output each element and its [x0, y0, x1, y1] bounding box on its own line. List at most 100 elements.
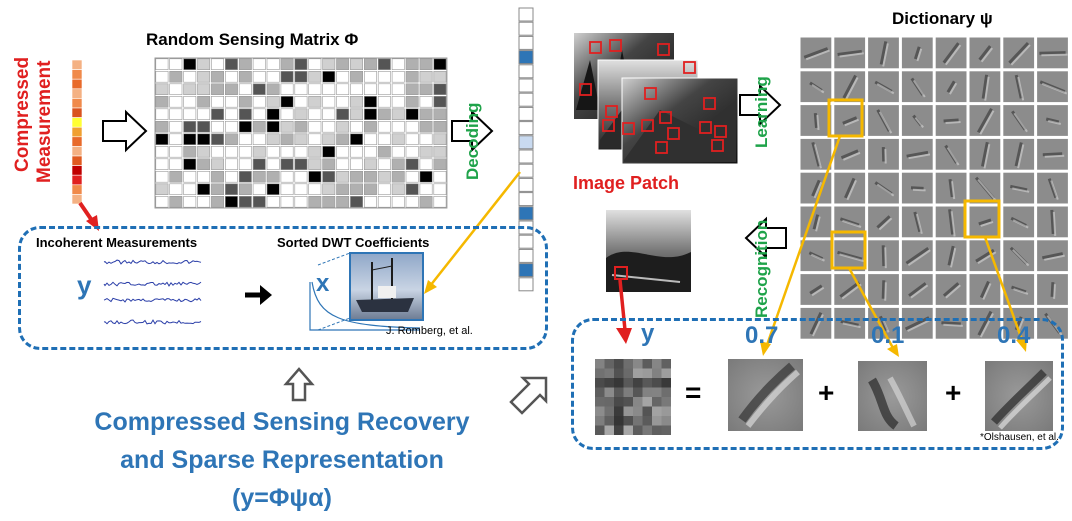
- atom-stroke-light: [907, 318, 932, 332]
- atom-stroke-light: [979, 313, 994, 338]
- matrix-cell: [266, 121, 280, 133]
- vector-cell: [518, 149, 534, 164]
- matrix-cell: [225, 133, 238, 146]
- matrix-cell: [419, 71, 433, 83]
- matrix-cell: [225, 171, 238, 183]
- matrix-cell: [405, 58, 419, 70]
- vector-cell: [518, 135, 534, 150]
- matrix-cell: [377, 171, 391, 183]
- measurement-trace: [103, 297, 202, 303]
- matrix-cell: [363, 96, 377, 108]
- dictionary-atom: [934, 70, 968, 104]
- vector-cell: [518, 277, 534, 292]
- matrix-cell: [225, 183, 238, 196]
- matrix-cell: [294, 71, 308, 83]
- atom-stroke-light: [915, 213, 923, 235]
- matrix-cell: [322, 58, 336, 70]
- patch-pixel: [623, 368, 633, 378]
- diag-outline-arrow: [509, 376, 548, 415]
- matrix-cell: [169, 158, 183, 171]
- matrix-cell: [391, 158, 405, 171]
- matrix-cell: [433, 146, 447, 158]
- matrix-cell: [252, 71, 266, 83]
- patch-square: [641, 119, 654, 132]
- dictionary-atom: [968, 205, 1002, 239]
- atom-stroke-light: [977, 179, 997, 202]
- matrix-cell: [155, 183, 169, 196]
- patch-square: [657, 43, 670, 56]
- matrix-cell: [419, 108, 433, 121]
- matrix-cell: [336, 108, 350, 121]
- measurement-cell: [71, 107, 83, 118]
- matrix-cell: [419, 83, 433, 96]
- matrix-cell: [155, 196, 169, 208]
- matrix-cell: [433, 96, 447, 108]
- measurement-cell: [71, 98, 83, 109]
- decoding-label: Decoding: [463, 102, 482, 180]
- atom-stroke-dark: [837, 250, 863, 261]
- atom-stroke-light: [984, 76, 990, 101]
- vector-cell: [518, 50, 534, 65]
- matrix-cell: [252, 158, 266, 171]
- vector-cell: [518, 206, 534, 221]
- atom-stroke-dark: [979, 280, 990, 299]
- matrix-cell: [391, 58, 405, 70]
- atom-stroke-dark: [839, 281, 861, 298]
- patch-pixel: [595, 368, 605, 378]
- atom-stroke-light: [811, 84, 825, 94]
- atom-stroke-dark: [813, 112, 818, 129]
- atom-stroke-dark: [1041, 252, 1064, 260]
- matrix-cell: [294, 108, 308, 121]
- matrix-cell: [155, 146, 169, 158]
- matrix-cell: [169, 108, 183, 121]
- patch-pixel: [642, 368, 652, 378]
- matrix-cell: [280, 96, 294, 108]
- matrix-cell: [391, 71, 405, 83]
- patch-pixel: [604, 416, 614, 426]
- atom-stroke-light: [1052, 211, 1057, 236]
- matrix-cell: [363, 121, 377, 133]
- dictionary-grid: [799, 36, 1069, 340]
- atom-stroke-light: [876, 183, 895, 197]
- matrix-cell: [322, 146, 336, 158]
- matrix-cell: [433, 171, 447, 183]
- atom-stroke-dark: [809, 284, 823, 295]
- matrix-cell: [294, 183, 308, 196]
- matrix-cell: [405, 183, 419, 196]
- patch-pixel: [633, 425, 643, 435]
- matrix-cell: [350, 146, 363, 158]
- atom-stroke-dark: [946, 80, 956, 93]
- atom-stroke-dark: [1047, 178, 1058, 199]
- atom-stroke-light: [844, 77, 859, 101]
- hollow-arrow-learning: [739, 83, 782, 127]
- matrix-cell: [183, 196, 197, 208]
- sorted-dwt-label: Sorted DWT Coefficients: [277, 235, 430, 250]
- matrix-cell: [336, 71, 350, 83]
- matrix-cell: [155, 121, 169, 133]
- image-patch-photos: [574, 33, 739, 165]
- matrix-cell: [169, 196, 183, 208]
- matrix-cell: [419, 58, 433, 70]
- matrix-cell: [405, 146, 419, 158]
- matrix-cell: [155, 96, 169, 108]
- matrix-cell: [211, 83, 224, 96]
- patch-pixel: [642, 387, 652, 397]
- matrix-cell: [363, 183, 377, 196]
- patch-pixel: [652, 368, 662, 378]
- matrix-cell: [183, 158, 197, 171]
- atom-stroke-light: [846, 179, 857, 201]
- matrix-cell: [169, 133, 183, 146]
- atom-stroke-dark: [881, 280, 886, 299]
- matrix-cell: [308, 133, 322, 146]
- matrix-cell: [266, 133, 280, 146]
- patch-pixel: [604, 368, 614, 378]
- matrix-cell: [322, 196, 336, 208]
- image-patch-label: Image Patch: [573, 173, 680, 193]
- patch-pixel: [604, 425, 614, 435]
- atom-stroke-light: [839, 253, 865, 263]
- matrix-cell: [155, 158, 169, 171]
- atom-stroke-light: [815, 216, 821, 232]
- patch-pixel: [595, 406, 605, 416]
- matrix-cell: [336, 96, 350, 108]
- atom-stroke-dark: [842, 116, 858, 125]
